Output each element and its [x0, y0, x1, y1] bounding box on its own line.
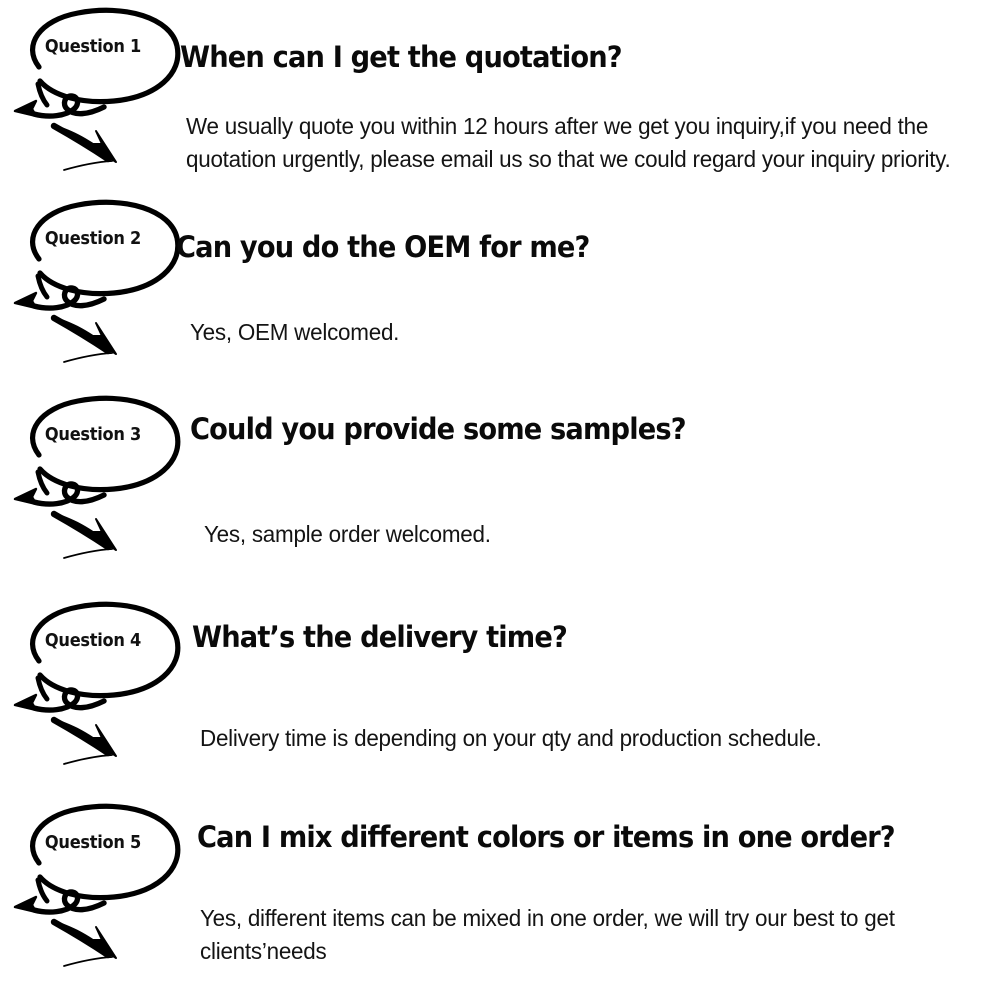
- question-title: Could you provide some samples?: [190, 412, 687, 446]
- question-title: Can you do the OEM for me?: [176, 230, 590, 264]
- question-answer: Delivery time is depending on your qty a…: [200, 725, 822, 751]
- swoosh-arrow-icon: [50, 716, 117, 765]
- swoosh-arrow-icon: [50, 918, 117, 967]
- question-title: When can I get the quotation?: [180, 40, 623, 74]
- speech-bubble-doodle: [8, 196, 194, 386]
- question-answer: We usually quote you within 12 hours aft…: [186, 113, 951, 172]
- question-answer: Yes, sample order welcomed.: [204, 521, 491, 547]
- question-badge: Question 2: [44, 228, 142, 249]
- swoosh-arrow-icon: [50, 510, 117, 559]
- speech-bubble-doodle: [8, 598, 194, 788]
- question-badge: Question 3: [44, 424, 142, 445]
- question-title: What’s the delivery time?: [192, 620, 568, 654]
- question-answer: Yes, OEM welcomed.: [190, 319, 400, 345]
- question-badge: Question 1: [44, 36, 142, 57]
- question-title: Can I mix different colors or items in o…: [197, 820, 896, 854]
- question-badge: Question 5: [44, 832, 142, 853]
- swoosh-arrow-icon: [50, 122, 117, 171]
- speech-bubble-doodle: [8, 4, 194, 194]
- question-answer: Yes, different items can be mixed in one…: [200, 905, 895, 964]
- swoosh-arrow-icon: [50, 314, 117, 363]
- speech-bubble-doodle: [8, 392, 194, 582]
- question-badge: Question 4: [44, 630, 142, 651]
- speech-bubble-doodle: [8, 800, 194, 990]
